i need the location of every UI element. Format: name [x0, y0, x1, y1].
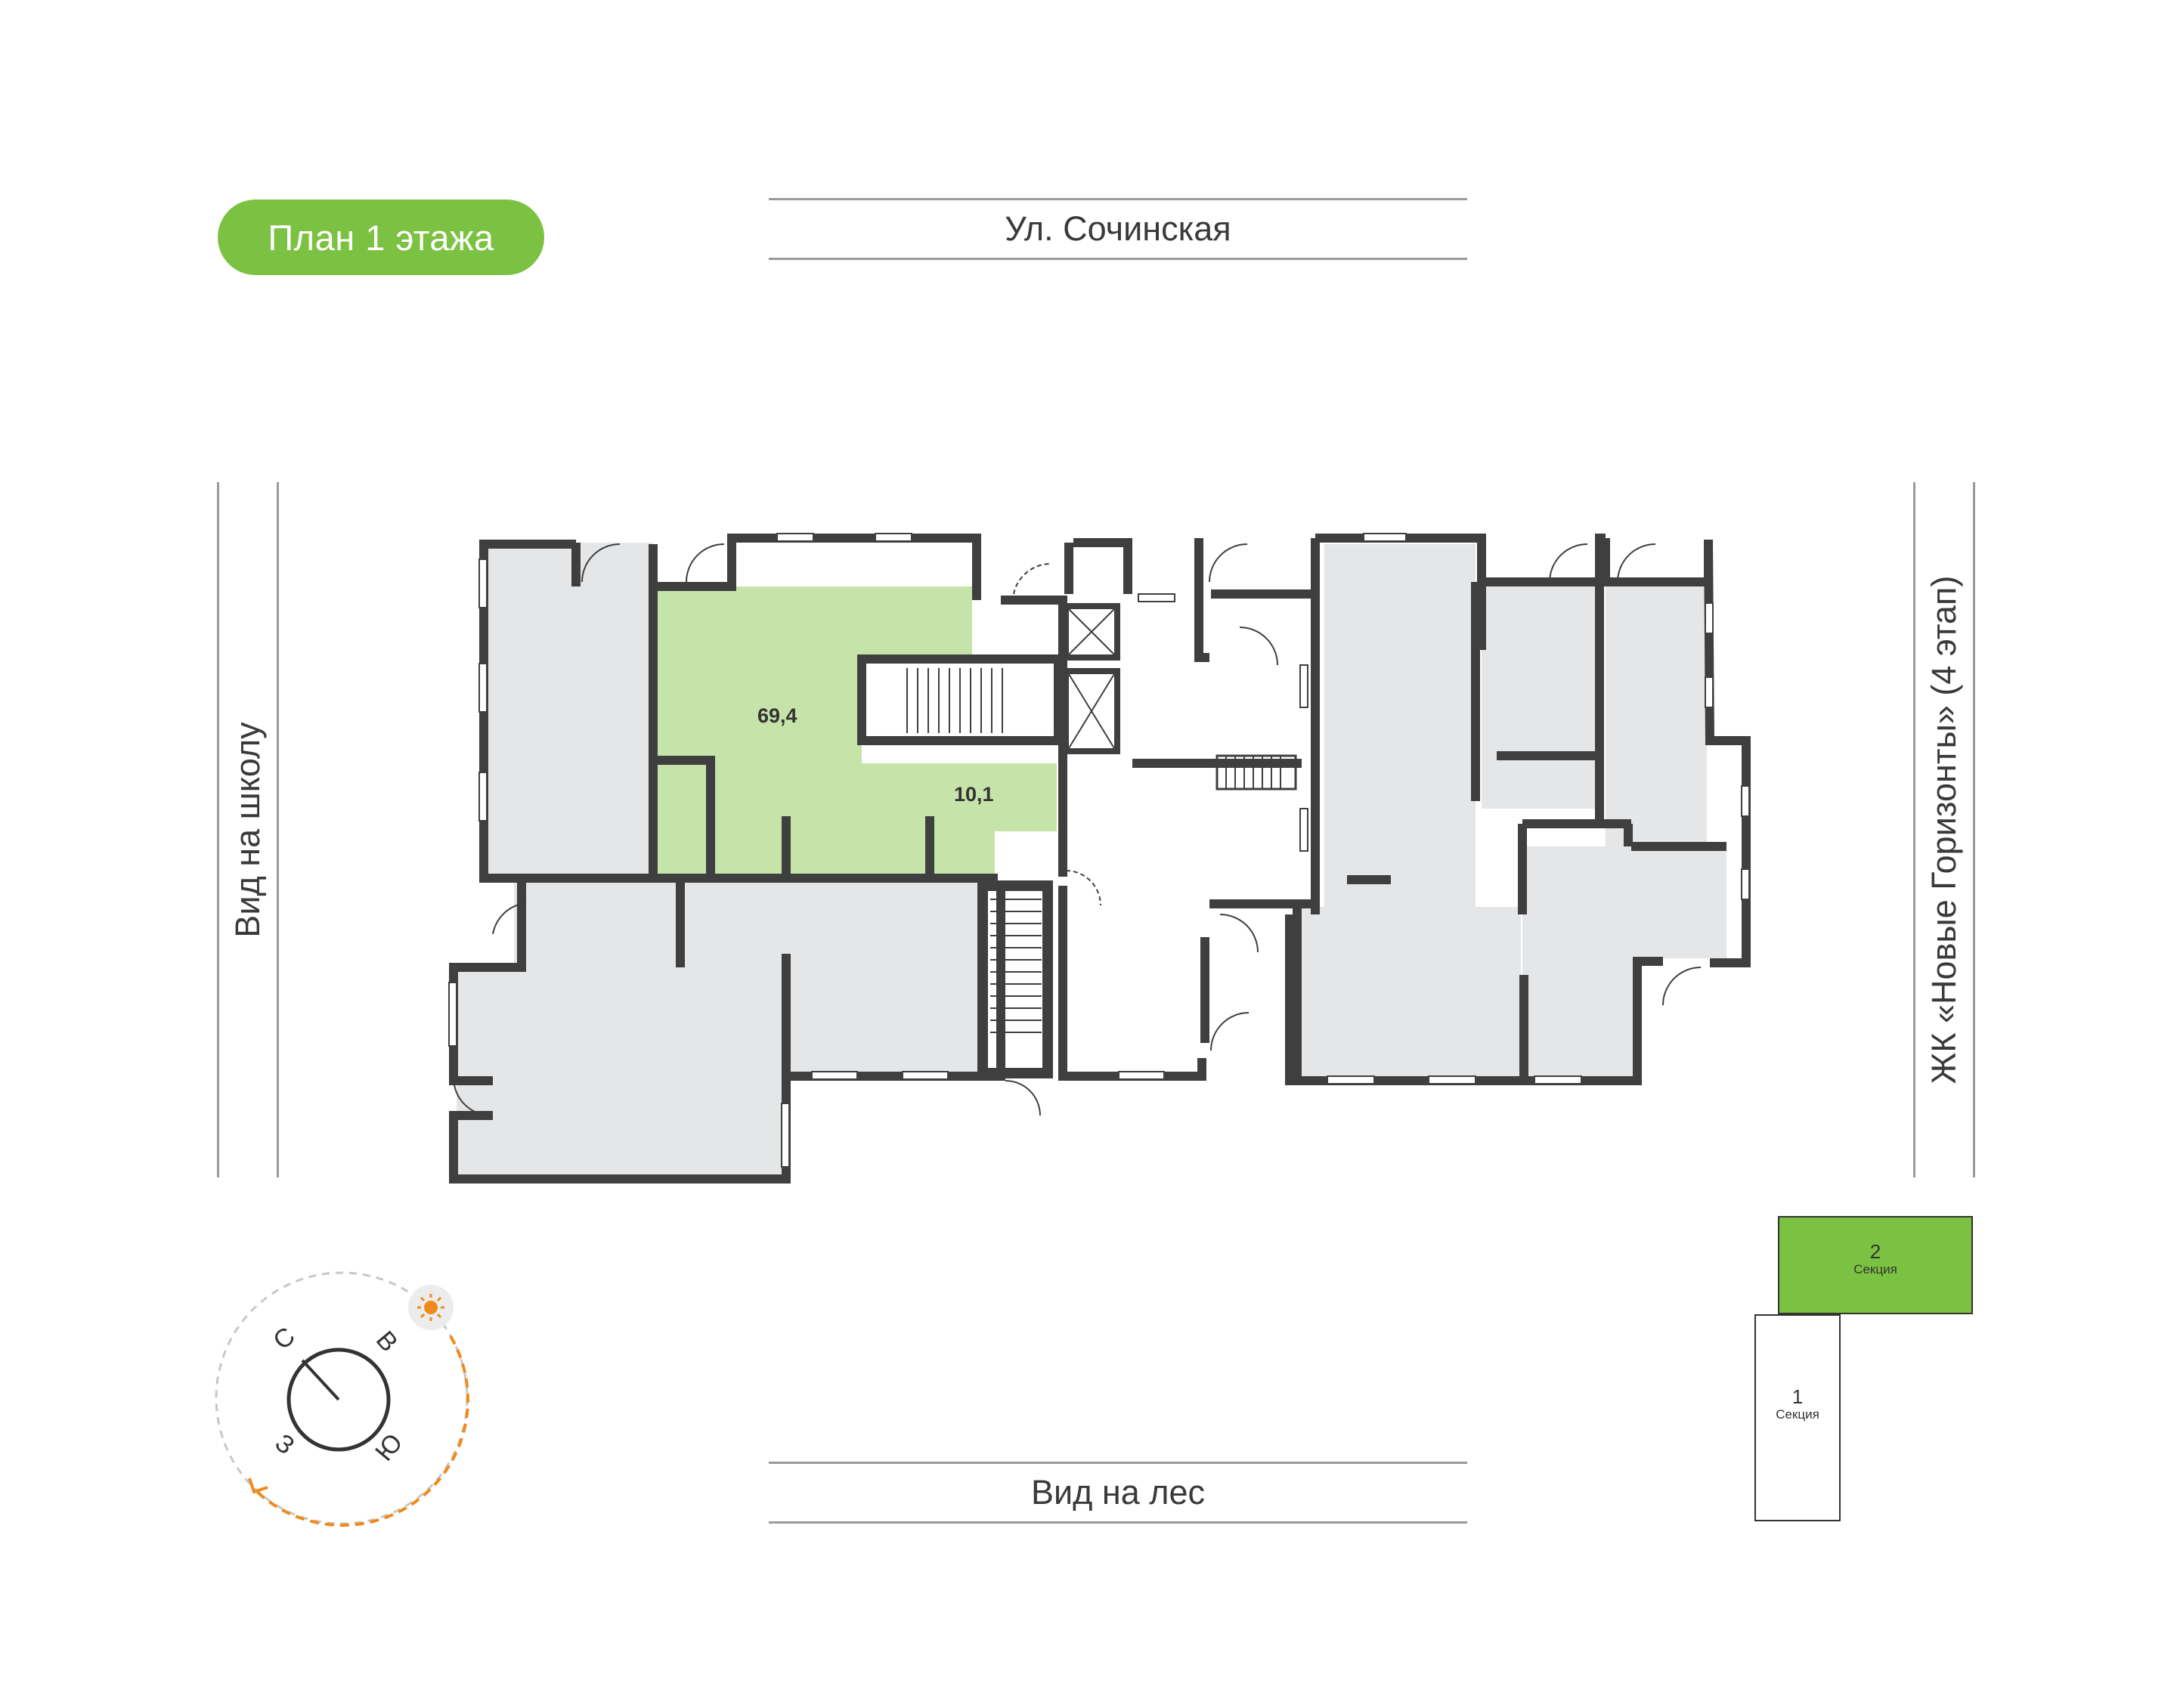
section-2-number: 2 — [1869, 1240, 1881, 1263]
floor-plan-badge: План 1 этажа — [218, 200, 544, 275]
door-10 — [1065, 870, 1101, 906]
door-7 — [1617, 543, 1656, 583]
compass-dial — [286, 1348, 391, 1452]
street-left-label: Вид на школу — [217, 482, 279, 1177]
door-11 — [1219, 914, 1259, 953]
stair-lower — [977, 880, 1053, 1078]
unit-10-1[interactable] — [714, 754, 1057, 877]
left-wing — [457, 543, 998, 1182]
bathroom-right[interactable] — [1501, 756, 1599, 809]
room-left-tall[interactable] — [484, 543, 653, 877]
unit-area-69-4: 69,4 — [757, 704, 797, 727]
section-2-block[interactable] — [1778, 1216, 1973, 1314]
door-12 — [1210, 1012, 1250, 1051]
sun-path — [252, 1335, 469, 1527]
bathroom-2[interactable] — [680, 883, 786, 940]
street-bottom-label: Вид на лес — [769, 1462, 1467, 1524]
section-1-word: Секция — [1776, 1407, 1819, 1422]
sun-path-arrow — [248, 1477, 268, 1494]
sun-icon — [408, 1285, 454, 1330]
door-6 — [1549, 543, 1588, 583]
section-key — [1754, 1216, 1973, 1521]
door-1 — [581, 543, 621, 583]
section-1-label: 1 Секция — [1755, 1386, 1840, 1422]
room-left-small[interactable] — [514, 878, 680, 969]
unit-area-10-1: 10,1 — [954, 783, 994, 806]
stair-upper-steps — [906, 668, 1003, 733]
door-8 — [492, 903, 522, 935]
section-2-word: Секция — [1853, 1262, 1897, 1276]
street-top-text: Ул. Сочинская — [1005, 209, 1231, 248]
section-2-label: 2 Секция — [1779, 1241, 1972, 1277]
door-14 — [1005, 1080, 1041, 1116]
door-9 — [453, 1077, 494, 1117]
door-13 — [1662, 967, 1702, 1006]
door-5 — [1239, 627, 1278, 666]
door-2 — [686, 543, 725, 583]
windows — [448, 533, 1750, 1168]
bathroom-3[interactable] — [892, 883, 983, 934]
street-right-label: ЖК «Новые Горизонты» (4 этап) — [1913, 482, 1975, 1177]
room-right-lower[interactable] — [1522, 846, 1726, 958]
section-1-block[interactable] — [1754, 1314, 1841, 1521]
street-top-label: Ул. Сочинская — [769, 198, 1467, 260]
compass — [215, 1271, 469, 1527]
section-1-number: 1 — [1791, 1385, 1804, 1408]
doors — [453, 543, 1702, 1117]
room-right-narrow[interactable] — [1606, 582, 1707, 846]
right-wing — [1294, 544, 1726, 1076]
street-bottom-text: Вид на лес — [1030, 1473, 1206, 1512]
door-4 — [1209, 543, 1248, 583]
compass-needle — [301, 1359, 340, 1401]
